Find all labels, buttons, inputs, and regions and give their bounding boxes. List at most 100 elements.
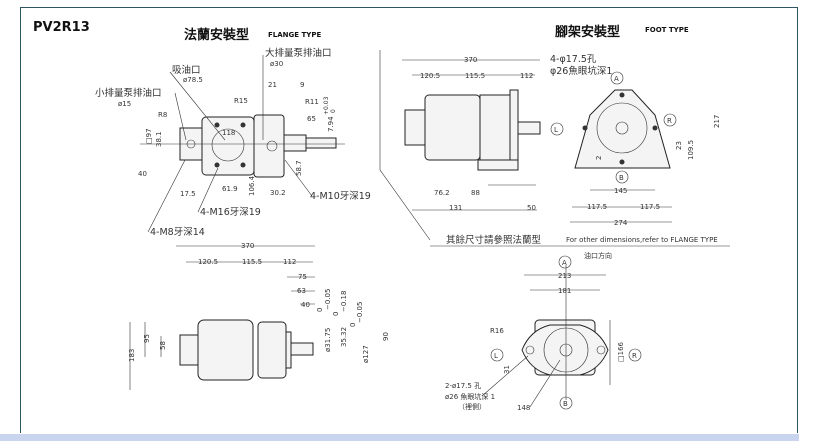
tol-127-up: 0: [349, 323, 357, 327]
dim-r11: R11: [305, 98, 319, 106]
foot-port-b: B: [619, 174, 624, 182]
front-port-r: R: [632, 352, 637, 360]
dim-118: 118: [222, 129, 235, 137]
m16-thread-label: 4-M16牙深19: [200, 207, 261, 218]
front-hole-label: 2-ø17.5 孔: [445, 382, 481, 390]
front-pump-body: [253, 114, 285, 178]
dim-145: 145: [614, 187, 627, 195]
dim-r15: R15: [234, 97, 248, 105]
foot-type-view: 腳架安裝型 FOOT TYPE 370 120.5 115.5 112 4-φ1…: [379, 24, 730, 247]
side-dim-127: ø127: [362, 345, 370, 363]
dim-115-5: 115.5: [465, 72, 485, 80]
dim-794: 7.94: [327, 116, 335, 132]
front-port-a: A: [562, 259, 567, 267]
main-pump-body: [201, 116, 255, 176]
dim-181: 181: [558, 287, 571, 295]
m8-thread-label: 4-M8牙深14: [150, 227, 205, 238]
side-shaft: [290, 342, 314, 356]
dim-274: 274: [614, 219, 628, 227]
dim-794-tol-up: +0.03: [323, 96, 330, 115]
large-outlet-label: 大排量泵排油口: [265, 47, 332, 59]
dim-30-2: 30.2: [270, 189, 286, 197]
dim-58-7: 58.7: [295, 160, 303, 176]
bottom-bar: [0, 434, 799, 441]
dim-131: 131: [449, 204, 462, 212]
dim-217: 217: [713, 115, 721, 128]
large-outlet-dia: ø30: [270, 60, 283, 68]
tol-3175-up: 0: [316, 308, 324, 312]
dim-38-1: 38.1: [155, 131, 163, 147]
dim-65: 65: [307, 115, 316, 123]
small-outlet-dia: ø15: [118, 100, 131, 108]
note-en: For other dimensions,refer to FLANGE TYP…: [566, 236, 718, 244]
foot-hole-label: 4-φ17.5孔: [550, 54, 597, 65]
dim-148: 148: [517, 404, 530, 412]
dim-213: 213: [558, 272, 571, 280]
dim-40: 40: [138, 170, 147, 178]
dim-112: 112: [520, 72, 533, 80]
note-cn: 其餘尺寸請參照法蘭型: [446, 234, 542, 246]
dim-794-tol-lo: 0: [330, 109, 337, 113]
side-dim-40: 40: [301, 301, 310, 309]
dim-88: 88: [471, 189, 480, 197]
dim-166: □166: [617, 341, 625, 362]
suction-port: [211, 128, 245, 162]
side-dim-115-5: 115.5: [242, 258, 262, 266]
tol-3532-up: 0: [332, 312, 340, 316]
tol-3532-lo: −0.18: [340, 291, 348, 312]
side-dim-112: 112: [283, 258, 296, 266]
side-dim-90: 90: [382, 332, 390, 341]
side-dim-370: 370: [241, 242, 254, 250]
foot-title-en: FOOT TYPE: [645, 26, 689, 34]
side-dim-63: 63: [297, 287, 306, 295]
m10-thread-label: 4-M10牙深19: [310, 191, 371, 202]
side-dim-58: 58: [159, 341, 167, 350]
front-counterbore-label: ø26 魚眼坑深 1: [445, 392, 495, 401]
foot-bracket-front: [574, 89, 671, 169]
foot-title-cn: 腳架安裝型: [555, 24, 620, 40]
foot-small-pump: [404, 109, 426, 146]
shaft: [305, 137, 337, 149]
foot-port-r: R: [667, 117, 672, 125]
side-dim-75: 75: [298, 273, 307, 281]
side-dim-31-75: ø31.75: [324, 328, 332, 352]
flange-title-en: FLANGE TYPE: [268, 31, 321, 39]
suction-label: 吸油口: [172, 64, 201, 76]
dim-50: 50: [527, 204, 536, 212]
front-port-b: B: [563, 400, 568, 408]
dim-106-4: 106.4: [248, 175, 256, 196]
tol-127-lo: −0.05: [356, 302, 364, 323]
side-dim-35-32: 35.32: [340, 327, 348, 347]
flange-title-cn: 法蘭安裝型: [184, 27, 249, 43]
dim-17-5: 17.5: [180, 190, 196, 198]
flange-type-view: 法蘭安裝型 FLANGE TYPE 大排量泵排油口 ø30 吸油口 ø78.5 …: [95, 27, 371, 238]
tol-3175-lo: −0.05: [324, 289, 332, 310]
dim-61-9: 61.9: [222, 185, 238, 193]
side-dim-95: 95: [143, 334, 151, 343]
dim-r16: R16: [490, 327, 504, 335]
dim-31: 31: [503, 365, 511, 374]
side-main-body: [197, 319, 254, 381]
dim-117-5-left: 117.5: [587, 203, 607, 211]
side-dim-183: 183: [128, 349, 136, 362]
dim-21: 21: [268, 81, 277, 89]
port-direction-label: 油口方向: [584, 251, 612, 260]
foot-counterbore-label: φ26魚眼坑深1: [550, 65, 612, 77]
dim-r8: R8: [158, 111, 167, 119]
dim-2: 2: [595, 156, 603, 160]
dim-97: □97: [145, 128, 153, 144]
dim-23: 23: [675, 141, 683, 150]
front-view: A 油口方向 213 181 R16 L 31 □166 R 2-ø17.5 孔…: [445, 251, 642, 412]
flange-plate: [283, 134, 307, 152]
foot-port-l: L: [554, 126, 558, 134]
small-outlet-label: 小排量泵排油口: [95, 87, 162, 99]
model-title: PV2R13: [33, 20, 90, 35]
large-outlet-port: [266, 140, 278, 152]
dim-117-5-right: 117.5: [640, 203, 660, 211]
foot-port-a: A: [614, 75, 619, 83]
side-view: 370 120.5 115.5 112 75 63 40 0 −0.05 ø31…: [128, 242, 390, 390]
foot-base-side: [477, 159, 519, 171]
front-flange: [521, 324, 609, 376]
side-dim-120-5: 120.5: [198, 258, 218, 266]
